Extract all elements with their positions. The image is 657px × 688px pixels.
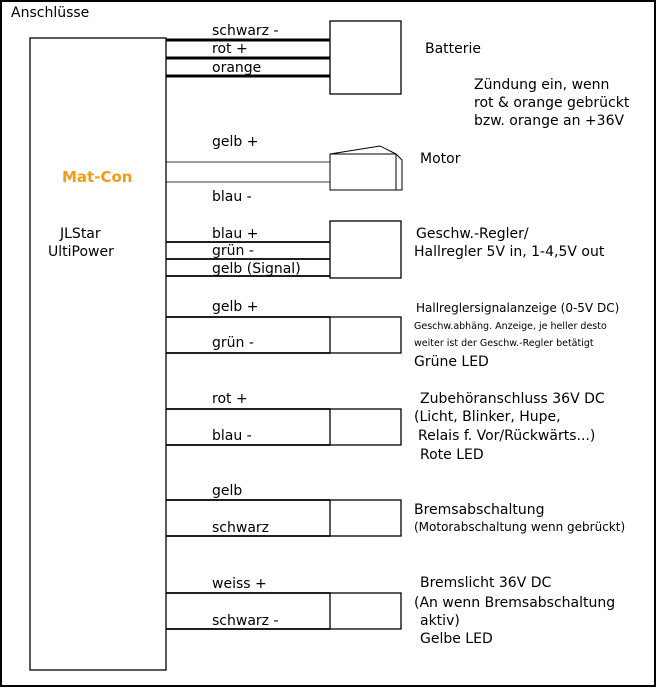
wire-label: blau - bbox=[212, 189, 252, 205]
motor-group: gelb + blau - Motor bbox=[166, 134, 461, 205]
controller-brand: Mat-Con bbox=[62, 168, 132, 186]
brake-light-line: aktiv) bbox=[420, 613, 460, 629]
wire-label: rot + bbox=[212, 41, 248, 57]
accessory-group: rot + blau - Zubehöranschluss 36V DC (Li… bbox=[166, 391, 605, 463]
green-led-box bbox=[329, 316, 402, 354]
accessory-line: Rote LED bbox=[420, 447, 484, 463]
battery-note: bzw. orange an +36V bbox=[474, 113, 624, 129]
wire-label: gelb + bbox=[212, 134, 258, 150]
motor-body bbox=[329, 153, 397, 191]
battery-note: rot & orange gebrückt bbox=[474, 95, 630, 111]
brake-cutoff-box bbox=[329, 499, 402, 537]
wire-label: weiss + bbox=[212, 576, 267, 592]
wire-label: rot + bbox=[212, 391, 248, 407]
yellow-led-box bbox=[329, 592, 402, 630]
hall-led-led: Grüne LED bbox=[414, 354, 489, 370]
accessory-line: (Licht, Blinker, Hupe, bbox=[414, 409, 561, 425]
red-led-box bbox=[329, 408, 402, 446]
battery-group: schwarz - rot + orange Batterie Zündung … bbox=[166, 20, 630, 129]
brake-cutoff-line: Bremsabschaltung bbox=[414, 502, 545, 518]
hall-led-group: gelb + grün - Hallreglersignalanzeige (0… bbox=[166, 299, 619, 370]
battery-label: Batterie bbox=[425, 41, 481, 57]
speed-controller-group: blau + grün - gelb (Signal) Geschw.-Regl… bbox=[166, 220, 605, 279]
diagram-title: Anschlüsse bbox=[11, 5, 89, 21]
hall-led-desc: Geschw.abhäng. Anzeige, je heller desto bbox=[414, 321, 607, 332]
wire-label: grün - bbox=[212, 243, 254, 259]
wire-label: blau + bbox=[212, 226, 258, 242]
controller-model-line1: JLStar bbox=[59, 226, 101, 242]
controller-box bbox=[29, 37, 167, 671]
brake-light-line: (An wenn Bremsabschaltung bbox=[414, 595, 615, 611]
brake-light-group: weiss + schwarz - Bremslicht 36V DC (An … bbox=[166, 575, 615, 647]
battery-box bbox=[329, 20, 402, 95]
wire-label: gelb bbox=[212, 483, 242, 499]
motor-connector bbox=[395, 153, 403, 191]
motor-connector bbox=[329, 145, 397, 155]
wire-label: gelb (Signal) bbox=[212, 261, 301, 277]
speed-controller-label: Geschw.-Regler/ bbox=[416, 226, 529, 242]
speed-controller-label: Hallregler 5V in, 1-4,5V out bbox=[414, 244, 605, 260]
motor-label: Motor bbox=[420, 151, 461, 167]
brake-light-line: Gelbe LED bbox=[420, 631, 493, 647]
wire-label: grün - bbox=[212, 335, 254, 351]
wire-label: schwarz - bbox=[212, 23, 279, 39]
brake-cutoff-group: gelb schwarz Bremsabschaltung (Motorabsc… bbox=[166, 483, 625, 537]
speed-controller-box bbox=[329, 220, 402, 279]
hall-led-desc: weiter ist der Geschw.-Regler betätigt bbox=[414, 338, 594, 349]
brake-cutoff-line: (Motorabschaltung wenn gebrückt) bbox=[414, 520, 625, 534]
accessory-line: Zubehöranschluss 36V DC bbox=[420, 391, 605, 407]
brake-light-line: Bremslicht 36V DC bbox=[420, 575, 552, 591]
wire-label: schwarz bbox=[212, 520, 269, 536]
wire-label: orange bbox=[212, 60, 261, 76]
accessory-line: Relais f. Vor/Rückwärts...) bbox=[418, 428, 595, 444]
wire-label: schwarz - bbox=[212, 613, 279, 629]
battery-note: Zündung ein, wenn bbox=[474, 77, 609, 93]
controller-model-line2: UltiPower bbox=[48, 244, 114, 260]
wire-label: gelb + bbox=[212, 299, 258, 315]
wire-label: blau - bbox=[212, 428, 252, 444]
hall-led-title: Hallreglersignalanzeige (0-5V DC) bbox=[416, 301, 619, 315]
